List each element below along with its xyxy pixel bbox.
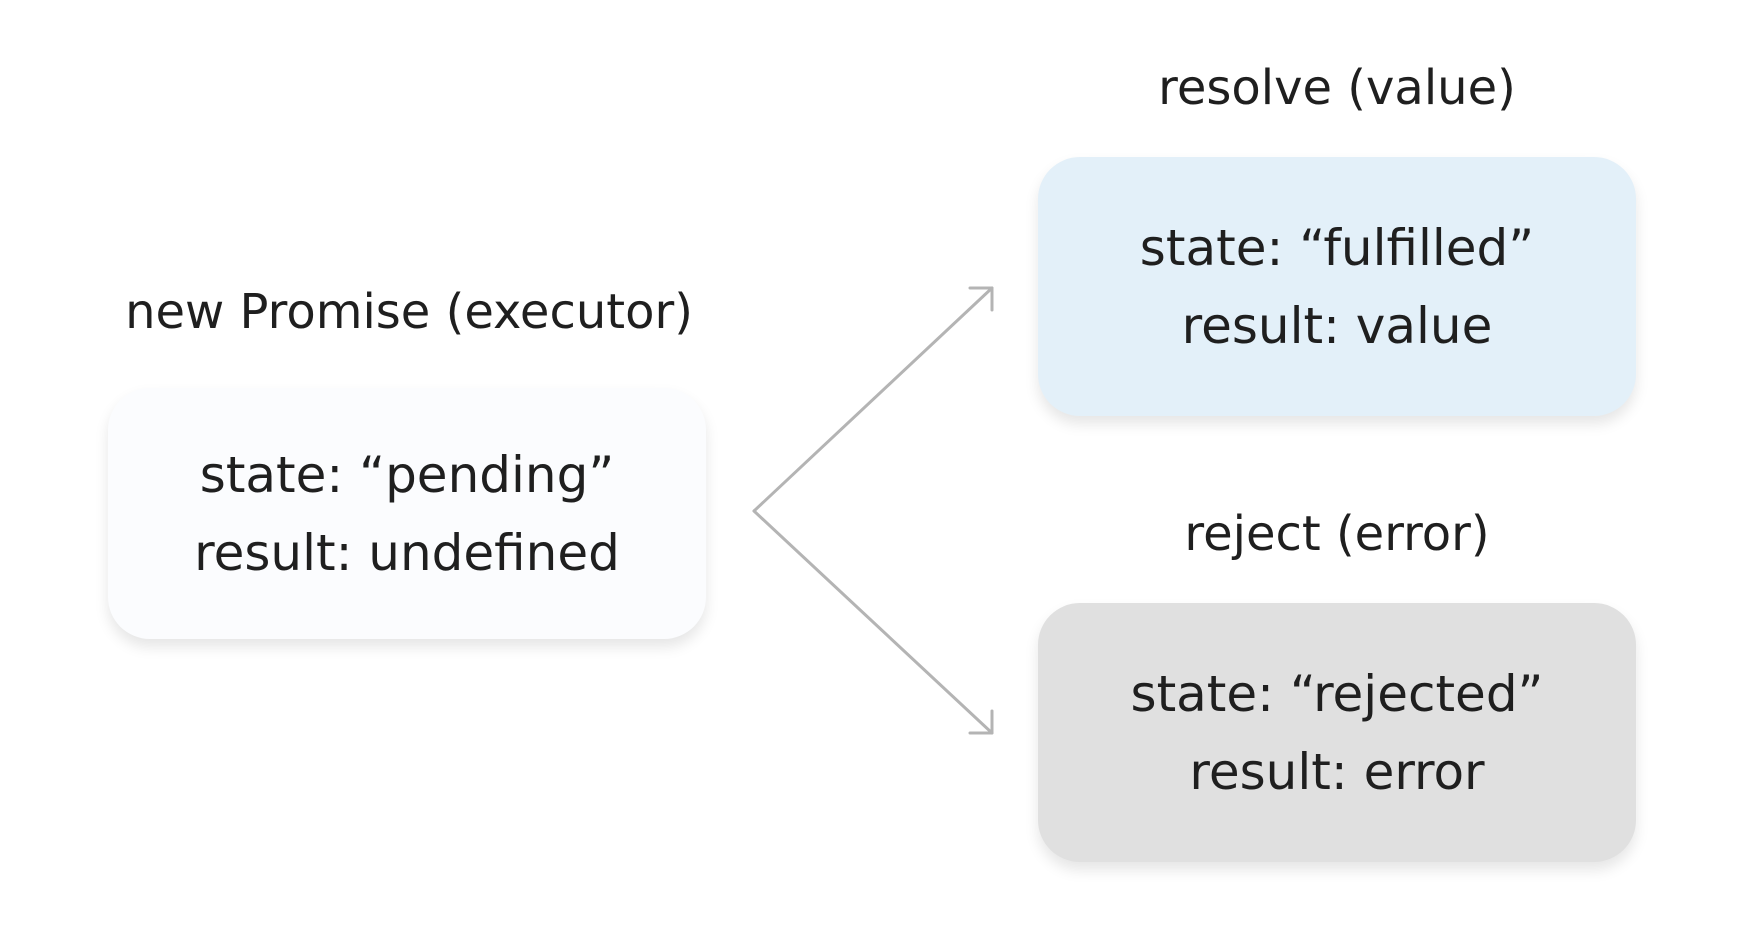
rejected-result-text: result: error xyxy=(1189,742,1485,801)
pending-state-text: state: “pending” xyxy=(199,445,615,504)
resolve-arrowhead-icon xyxy=(968,286,994,312)
fulfilled-state-box: state: “fulfilled” result: value xyxy=(1038,157,1636,416)
reject-arrow-line xyxy=(752,509,994,735)
resolve-caption: resolve (value) xyxy=(1158,60,1516,116)
executor-caption: new Promise (executor) xyxy=(125,284,693,340)
fulfilled-state-text: state: “fulfilled” xyxy=(1139,218,1535,277)
reject-caption: reject (error) xyxy=(1184,506,1490,562)
pending-state-box: state: “pending” result: undefined xyxy=(108,388,706,639)
rejected-state-text: state: “rejected” xyxy=(1130,664,1544,723)
reject-arrowhead-icon xyxy=(968,709,994,735)
rejected-state-box: state: “rejected” result: error xyxy=(1038,603,1636,862)
resolve-arrow-line xyxy=(752,286,994,513)
fulfilled-result-text: result: value xyxy=(1181,296,1493,355)
pending-result-text: result: undefined xyxy=(194,523,620,582)
